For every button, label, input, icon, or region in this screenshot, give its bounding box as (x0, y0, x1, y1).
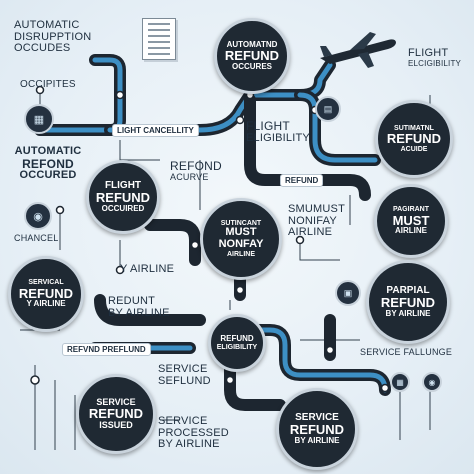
light-cancellity-pill: LIGHT CANCELLITY (112, 124, 199, 137)
label-chancel: CHANCEL (14, 233, 59, 243)
location-icon: ◉ (422, 372, 442, 392)
node-refund-eligibility: REFUND ELIGIBILITY (208, 314, 266, 372)
node-servical-refund-airline: SERVICAL REFUND Y AIRLINE (8, 256, 84, 332)
label-service-seflund: SERVICE SEFLUND (158, 363, 211, 387)
label-service-fallunge: SERVICE FALLUNGE (360, 347, 453, 357)
node-parpial-refund-by-airline: PARPIAL REFUND BY AIRLINE (366, 260, 450, 344)
node-service-refund-issued: SERVICE REFUND ISSUED (76, 374, 156, 454)
document-icon (142, 18, 176, 60)
node-pagirant-must-airline: PAGIRANT MUST AIRLINE (374, 184, 448, 258)
label-flight-eligibility-mid: FLIGHT ELIGIBILITY (246, 119, 310, 144)
label-service-processed: SERVICE PROCESSED BY AIRLINE (158, 415, 229, 451)
label-occipites: OCCIPITES (20, 79, 76, 90)
refund-pill: REFUND (280, 174, 324, 187)
label-y-airline: Y AIRLINE (120, 263, 175, 275)
bag-icon: ▦ (24, 104, 54, 134)
airplane-icon (320, 32, 396, 68)
node-must-nonfay-airline: SUTINCANT MUST NONFAY AIRLINE (200, 198, 282, 280)
label-automatic-disruption: AUTOMATIC DISRUPPTION OCCUDES (14, 19, 92, 55)
location-icon: ▣ (335, 280, 361, 306)
label-redunt-by-airline: REDUNT BY AIRLINE (108, 295, 170, 319)
node-sutimatnl-refund-acuide: SUTIMATNL REFUND ACUIDE (375, 100, 453, 178)
label-smumust-nonifay: SMUMUST NONIFAY AIRLINE (288, 203, 346, 239)
refvnd-prelund-pill: REFVND PREFLUND (62, 343, 151, 356)
chart-icon: ▤ (315, 96, 341, 122)
bag-icon: ▦ (390, 372, 410, 392)
node-automatic-refund-occures: AUTOMATND REFUND OCCURES (214, 18, 290, 94)
shield-icon: ◉ (24, 202, 52, 230)
node-flight-refund-occuired: FLIGHT REFUND OCCUIRED (86, 160, 160, 234)
node-service-refund-by-airline: SERVICE REFUND BY AIRLINE (276, 388, 358, 470)
label-flight-eligibility-top: FLIGHT ELCIGIBILITY (408, 47, 462, 68)
label-refond-acurve: REFOND ACURVE (170, 159, 222, 182)
label-automatic-refund-occured: AUTOMATIC REFOND OCCURED (14, 145, 82, 182)
